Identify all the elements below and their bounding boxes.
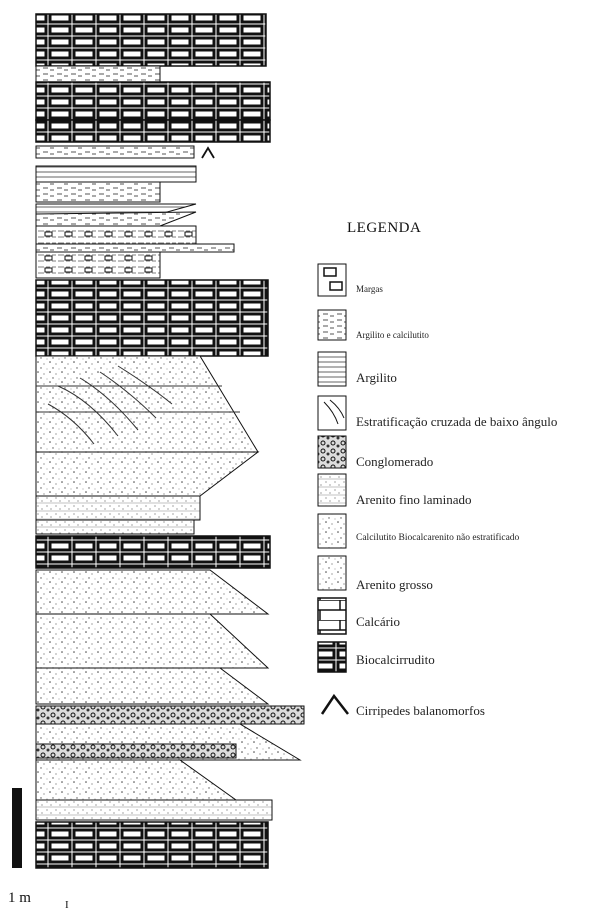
bed-biocalcirrudito-3 — [35, 119, 271, 143]
bed-arenito-grosso-4 — [35, 667, 270, 705]
margas-icon — [317, 263, 347, 297]
legend-label: Conglomerado — [356, 454, 434, 469]
bed-arenito-fino-3 — [35, 799, 273, 821]
cross-bedding-lines — [36, 365, 240, 445]
bed-wedge-2 — [35, 211, 197, 227]
cross-bedding-icon — [317, 395, 347, 431]
bed-arenito-cross — [35, 355, 259, 453]
legend-label: Estratificação cruzada de baixo ângulo — [356, 414, 558, 429]
legend-label: Arenito fino laminado — [356, 492, 472, 507]
calcario-icon — [317, 597, 347, 635]
scale-bar — [12, 788, 22, 868]
legend-icons — [317, 263, 349, 715]
barnacle-marker-icon — [201, 146, 215, 159]
bed-biocalcirrudito-6 — [35, 821, 269, 869]
legend-label: Biocalcirrudito — [356, 652, 435, 667]
bed-arenito-grosso-1 — [35, 451, 260, 497]
scale-tick: I — [65, 899, 69, 911]
bed-biocalcirrudito-2 — [35, 81, 271, 121]
biocalcirrudito-icon — [317, 641, 347, 673]
bed-conglomerado-2 — [35, 743, 237, 759]
bed-argilito-5 — [35, 243, 235, 253]
legend-label: Cirripedes balanomorfos — [356, 703, 485, 718]
legend-label: Margas — [356, 284, 383, 294]
bed-argilito-2 — [35, 145, 195, 159]
bed-marga-1 — [35, 225, 197, 245]
legend-title: LEGENDA — [347, 220, 422, 236]
legend-label: Calcário — [356, 614, 401, 629]
barnacle-icon — [320, 693, 349, 715]
bed-argilito-1 — [35, 65, 161, 83]
bed-arenito-grosso-6 — [35, 759, 238, 801]
bed-arenito-fino-1 — [35, 495, 201, 521]
bed-biocalcirrudito-4 — [35, 279, 269, 357]
legend-label: Argilito e calcilutito — [356, 330, 429, 340]
bed-arenito-fino-2 — [35, 519, 195, 535]
arenito-grosso-icon — [317, 555, 347, 591]
scale-label: 1 m — [8, 890, 31, 906]
legend-label: Calcilutito Biocalcarenito não estratifi… — [356, 533, 520, 543]
argilito-icon — [317, 351, 347, 387]
legend-label: Argilito — [356, 370, 397, 385]
bed-conglomerado-1 — [35, 705, 305, 725]
calcilutito-icon — [317, 513, 347, 549]
bed-marga-2 — [35, 251, 161, 279]
bed-argilito-3 — [35, 165, 197, 183]
bed-argilito-4 — [35, 181, 161, 203]
argilito-calcilutito-icon — [317, 309, 347, 341]
bed-arenito-grosso-3 — [35, 613, 270, 669]
conglomerado-icon — [317, 435, 347, 469]
bed-arenito-grosso-2 — [35, 569, 270, 615]
legend-label: Arenito grosso — [356, 577, 433, 592]
bed-biocalcirrudito-5 — [35, 535, 271, 569]
bed-biocalcirrudito-1 — [35, 13, 267, 67]
arenito-fino-icon — [317, 473, 347, 507]
